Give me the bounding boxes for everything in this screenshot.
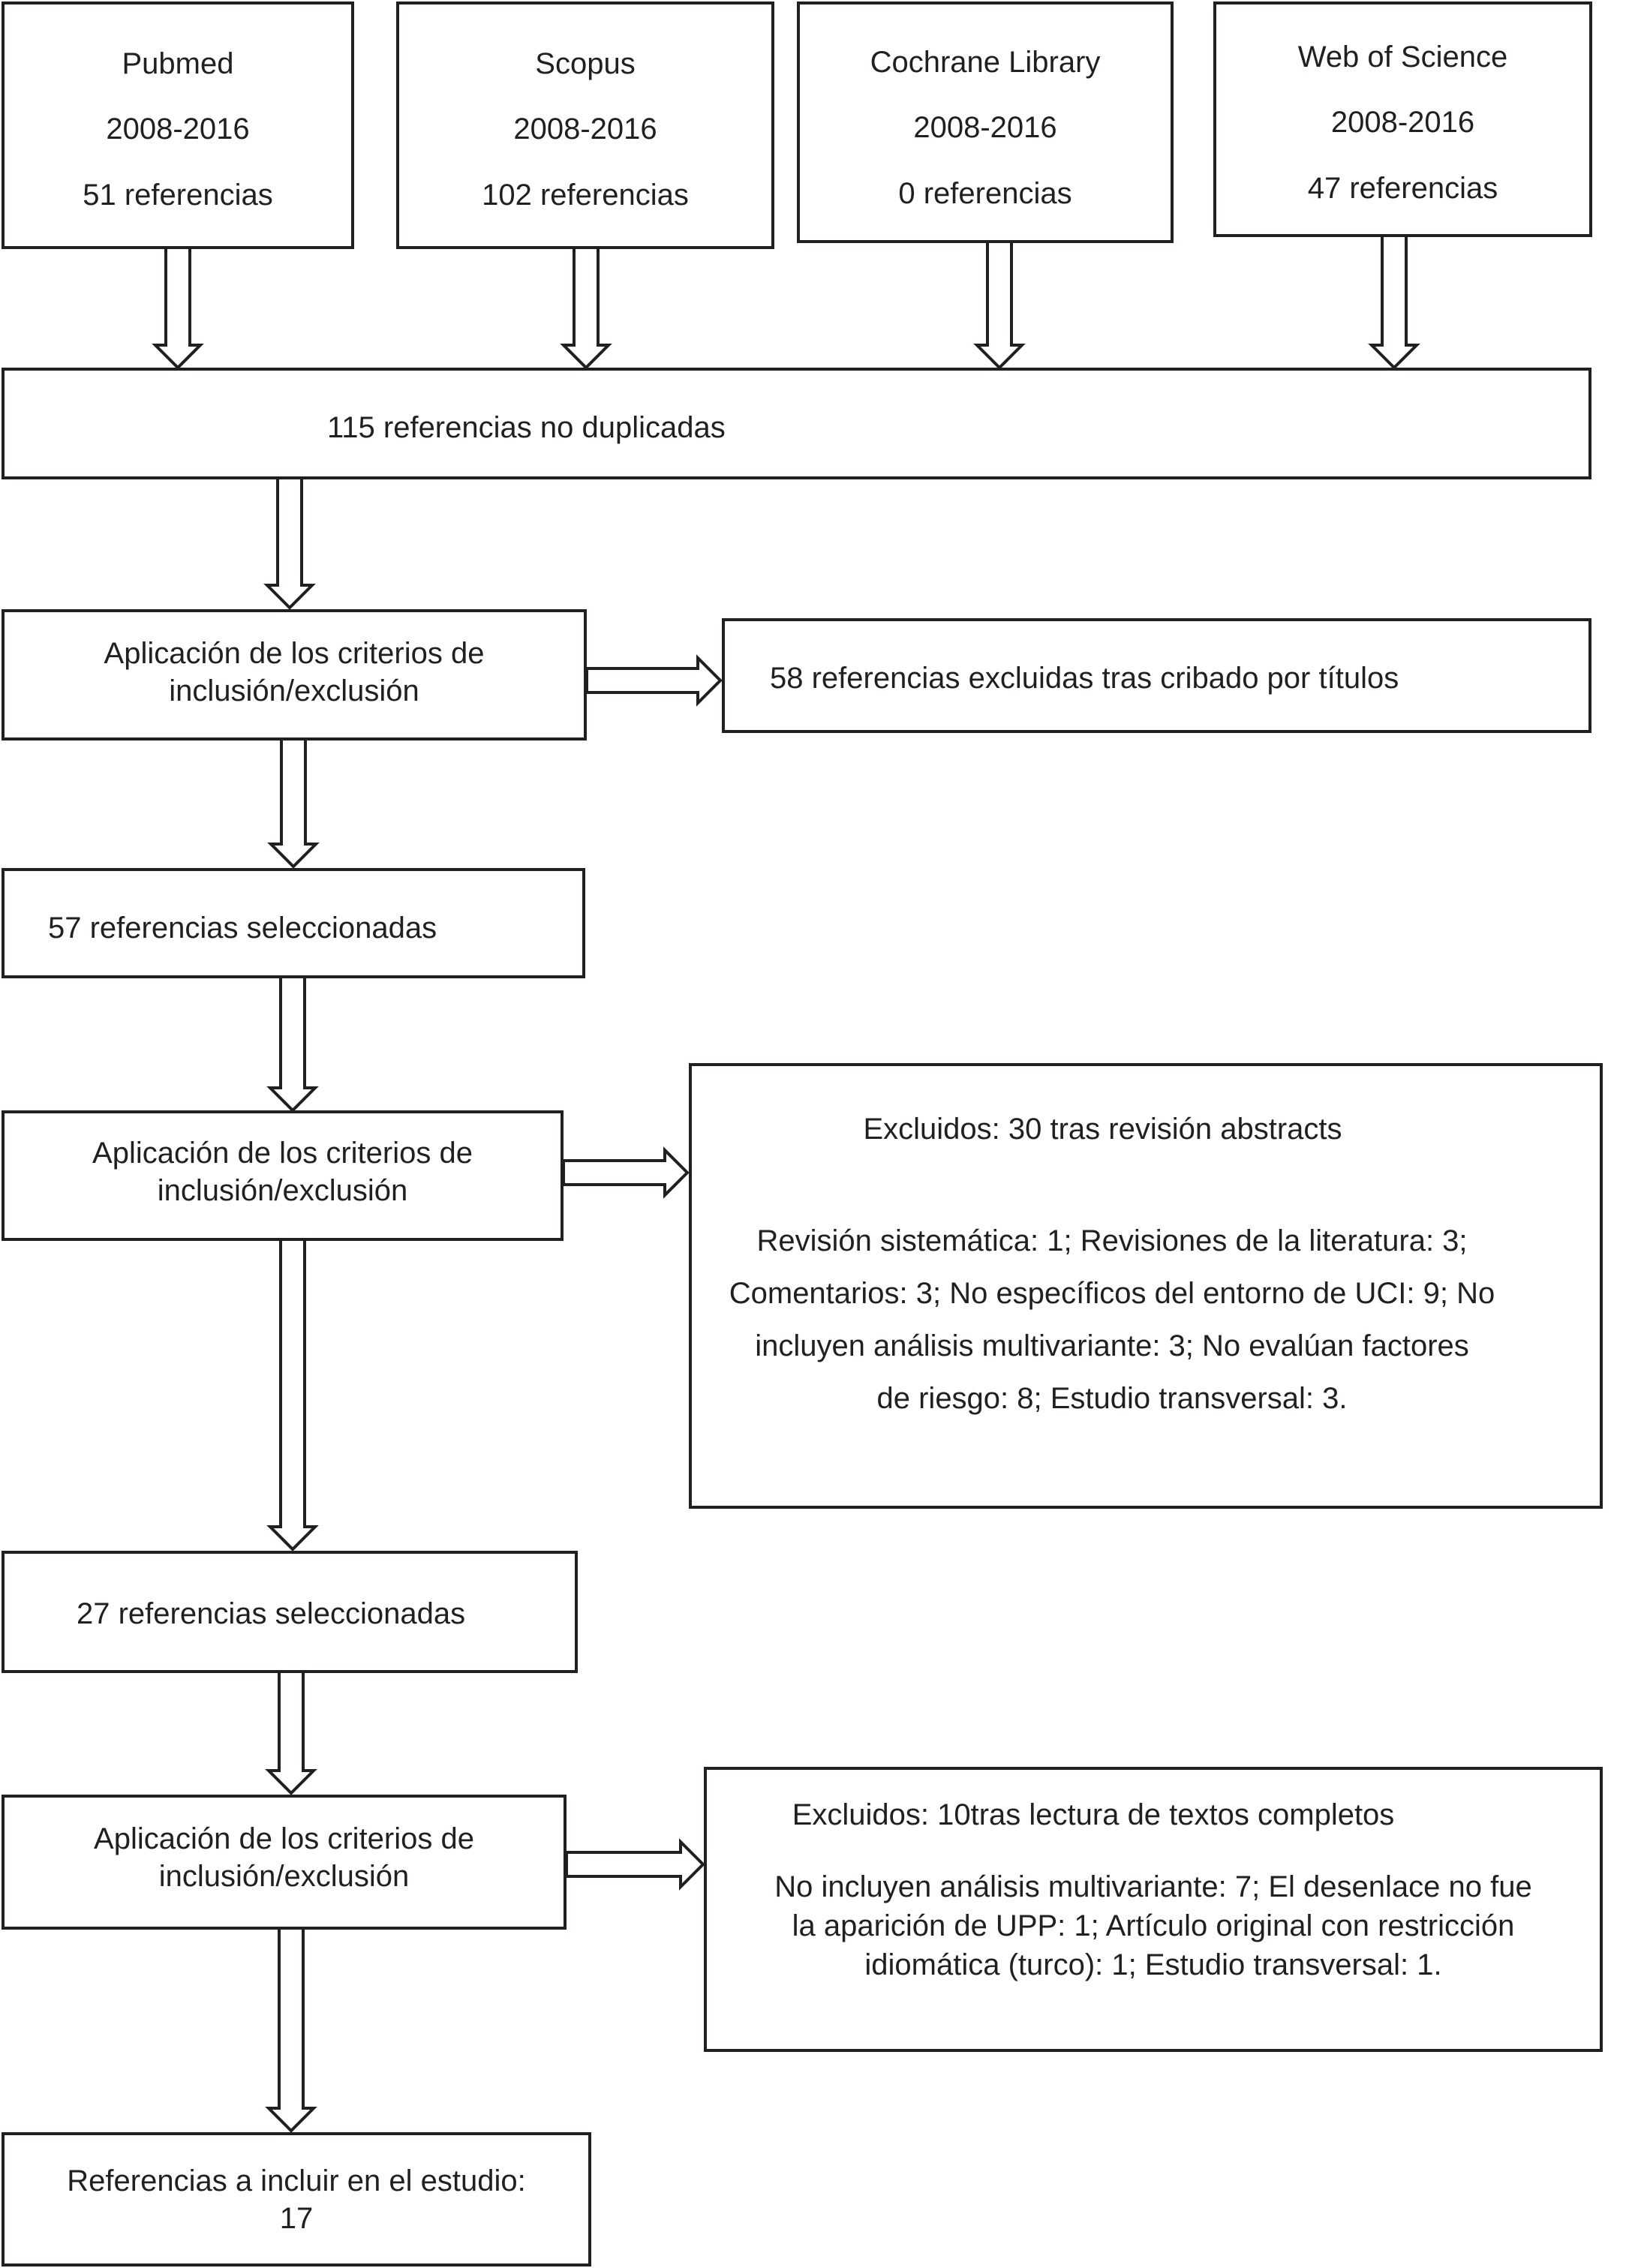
source-years: 2008-2016 (513, 113, 657, 146)
excluded-details: Revisión sistemática: 1; Revisiones de l… (692, 1215, 1532, 1425)
excluded-line: No incluyen análisis multivariante: 7; E… (774, 1870, 1532, 1903)
arrow-criteria3-right (565, 1838, 705, 1891)
source-name: Scopus (535, 47, 636, 80)
criteria-box-1: Aplicación de los criterios de inclusión… (2, 609, 587, 740)
source-box-pubmed: Pubmed 2008-2016 51 referencias (2, 2, 354, 249)
source-years: 2008-2016 (1330, 106, 1475, 139)
excluded-line: incluyen análisis multivariante: 3; No e… (755, 1329, 1469, 1362)
arrow-criteria3-down (265, 1927, 317, 2133)
excluded-box-2: Excluidos: 30 tras revisión abstracts Re… (689, 1063, 1603, 1509)
arrow-selected57-down (266, 975, 319, 1113)
source-refs: 51 referencias (83, 179, 273, 212)
source-years: 2008-2016 (913, 111, 1057, 144)
criteria-label: Aplicación de los criterios de inclusión… (5, 1820, 564, 1895)
selected-label: 27 referencias seleccionadas (77, 1597, 466, 1630)
criteria-line: inclusión/exclusión (169, 674, 419, 707)
source-box-web-of-science: Web of Science 2008-2016 47 referencias (1213, 2, 1592, 237)
source-name: Cochrane Library (870, 46, 1101, 79)
excluded-details: No incluyen análisis multivariante: 7; E… (707, 1867, 1600, 1984)
final-box: Referencias a incluir en el estudio: 17 (2, 2132, 591, 2266)
criteria-line: Aplicación de los criterios de (104, 637, 485, 670)
arrow-merged-down (263, 476, 316, 610)
excluded-line: de riesgo: 8; Estudio transversal: 3. (876, 1382, 1348, 1415)
arrow-selected27-down (265, 1670, 317, 1795)
selected-label: 57 referencias seleccionadas (48, 912, 437, 945)
selected-box-27: 27 referencias seleccionadas (2, 1551, 578, 1673)
criteria-label: Aplicación de los criterios de inclusión… (5, 1134, 561, 1209)
merged-box: 115 referencias no duplicadas (2, 368, 1591, 479)
excluded-line: idiomática (turco): 1; Estudio transvers… (864, 1948, 1442, 1981)
criteria-line: Aplicación de los criterios de (92, 1137, 473, 1170)
arrow-pubmed-down (152, 246, 204, 370)
selected-box-57: 57 referencias seleccionadas (2, 868, 585, 978)
criteria-label: Aplicación de los criterios de inclusión… (5, 635, 584, 710)
excluded-line: la aparición de UPP: 1; Artículo origina… (792, 1909, 1515, 1942)
excluded-line: Comentarios: 3; No específicos del entor… (729, 1277, 1495, 1310)
arrow-criteria2-down (266, 1238, 319, 1552)
arrow-criteria2-right (562, 1146, 690, 1199)
criteria-box-3: Aplicación de los criterios de inclusión… (2, 1795, 567, 1930)
source-name: Web of Science (1297, 41, 1508, 74)
source-years: 2008-2016 (106, 113, 250, 146)
arrow-scopus-down (560, 246, 612, 370)
source-box-scopus: Scopus 2008-2016 102 referencias (396, 2, 774, 249)
arrow-criteria1-down (267, 737, 320, 869)
criteria-line: inclusión/exclusión (157, 1174, 408, 1207)
excluded-label: 58 referencias excluidas tras cribado po… (770, 662, 1399, 695)
excluded-box-3: Excluidos: 10tras lectura de textos comp… (704, 1767, 1603, 2052)
excluded-box-1: 58 referencias excluidas tras cribado po… (722, 618, 1591, 733)
merged-label: 115 referencias no duplicadas (327, 411, 726, 444)
source-refs: 0 referencias (898, 177, 1072, 210)
criteria-box-2: Aplicación de los criterios de inclusión… (2, 1110, 564, 1241)
final-line: Referencias a incluir en el estudio: (67, 2164, 526, 2197)
source-refs: 102 referencias (482, 179, 689, 212)
arrow-cochrane-down (973, 240, 1026, 370)
excluded-title: Excluidos: 10tras lectura de textos comp… (792, 1798, 1395, 1831)
criteria-line: Aplicación de los criterios de (94, 1822, 474, 1855)
final-label: Referencias a incluir en el estudio: 17 (5, 2162, 588, 2237)
criteria-line: inclusión/exclusión (158, 1860, 410, 1893)
source-refs: 47 referencias (1307, 172, 1498, 205)
arrow-criteria1-right (585, 654, 723, 707)
arrow-wos-down (1368, 234, 1420, 370)
source-box-cochrane: Cochrane Library 2008-2016 0 referencias (797, 2, 1174, 243)
excluded-line: Revisión sistemática: 1; Revisiones de l… (756, 1224, 1468, 1257)
final-count: 17 (279, 2202, 314, 2235)
source-name: Pubmed (122, 47, 234, 80)
excluded-title: Excluidos: 30 tras revisión abstracts (863, 1113, 1342, 1146)
